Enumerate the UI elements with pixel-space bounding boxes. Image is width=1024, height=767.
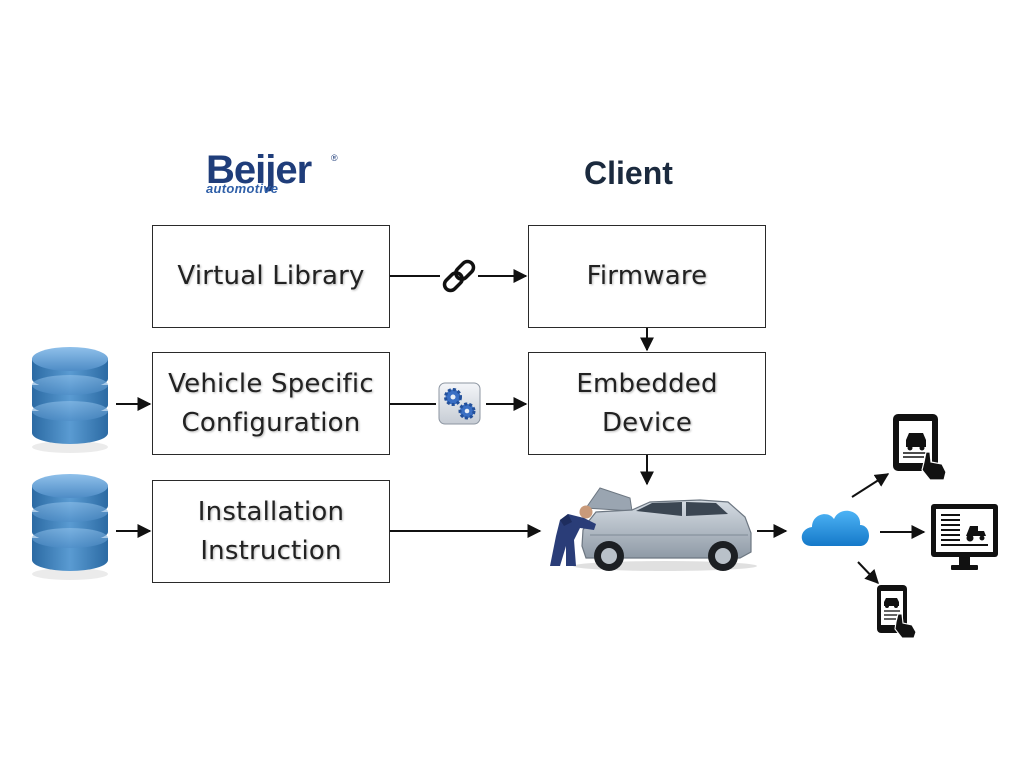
vehicle-config-label: Vehicle Specific Configuration [168,368,374,438]
embedded-device-box: Embedded Device [528,352,766,455]
tablet-touch-icon [893,414,947,481]
vehicle-config-box: Vehicle Specific Configuration [152,352,390,455]
beijer-logo-subtitle: automotive [206,181,279,196]
connector-arrows [116,269,926,585]
registered-mark: ® [331,153,338,163]
car-icon [573,487,757,571]
firmware-label: Firmware [586,261,708,291]
cloud-icon [801,510,869,546]
phone-touch-icon [877,585,917,639]
client-heading: Client [584,155,673,191]
installation-label: Installation Instruction [197,496,345,566]
arrow-cloud-to-phone [857,561,879,585]
firmware-box: Firmware [528,225,766,328]
chain-link-icon [442,259,476,293]
embedded-device-label: Embedded Device [576,368,718,438]
virtual-library-label: Virtual Library [177,261,365,291]
monitor-icon [931,504,998,570]
installation-box: Installation Instruction [152,480,390,583]
virtual-library-box: Virtual Library [152,225,390,328]
arrow-cloud-to-tablet [851,473,890,498]
mechanic-icon [550,505,596,566]
database-icon [32,474,108,580]
gears-icon [438,382,481,425]
database-icon [32,347,108,453]
beijer-logo-text: Beijer [206,148,312,192]
